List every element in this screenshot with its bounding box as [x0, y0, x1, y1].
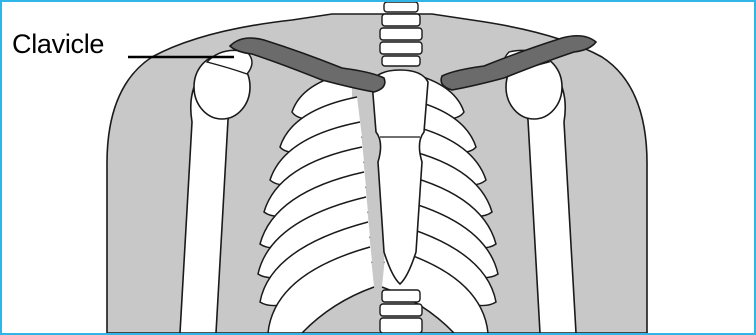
spine-top: [380, 2, 422, 66]
spine-bottom: [380, 290, 422, 333]
clavicle-label: Clavicle: [12, 29, 104, 59]
